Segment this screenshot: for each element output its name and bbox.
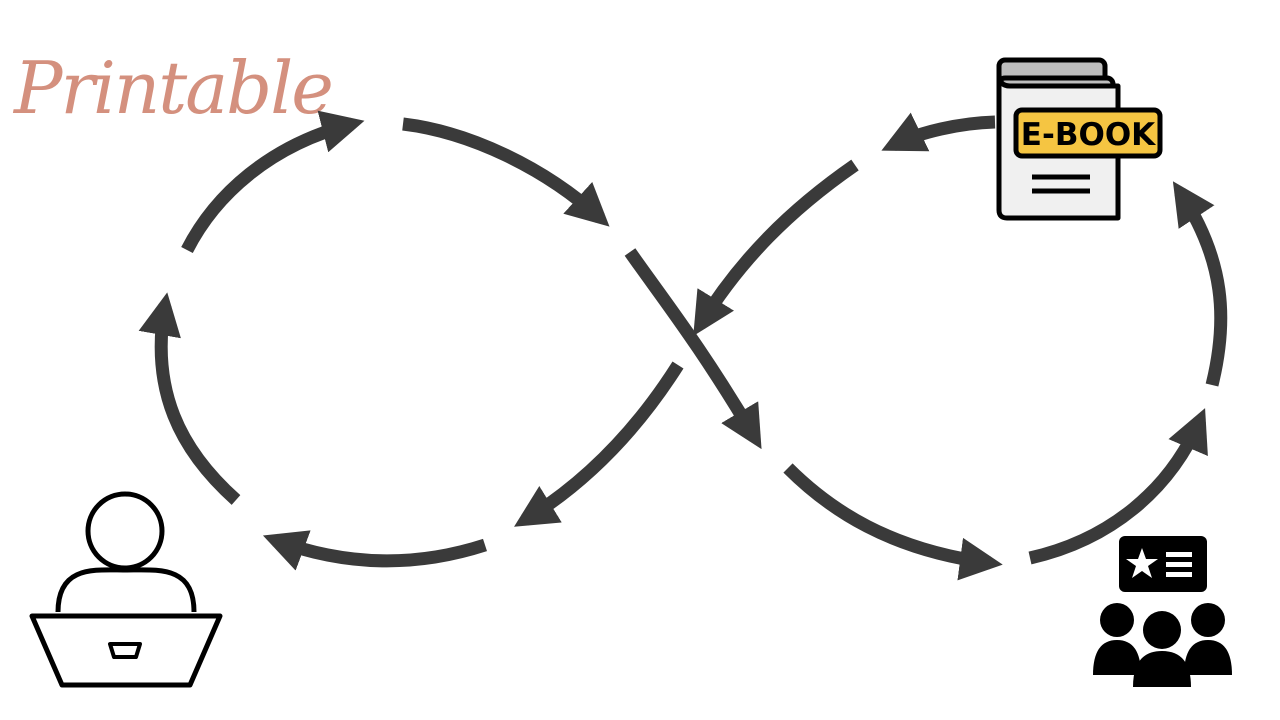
flow-arrow (181, 110, 365, 253)
flow-arrow (1028, 408, 1208, 565)
flow-arrow (783, 463, 1003, 581)
person-at-laptop-icon (29, 491, 223, 688)
flow-arrow (881, 112, 996, 152)
flow-arrow (402, 117, 610, 227)
flow-arrow (514, 361, 684, 527)
ebook-icon: E-BOOK (996, 57, 1163, 221)
printable-label: Printable (14, 46, 334, 130)
flow-arrow (624, 248, 762, 450)
flow-arrow (1172, 181, 1228, 387)
flow-arrow (138, 292, 241, 505)
flow-arrow (262, 530, 487, 571)
ebook-badge-text: E-BOOK (1021, 117, 1156, 153)
audience-group-icon (1093, 536, 1232, 687)
flow-arrow (693, 159, 859, 336)
